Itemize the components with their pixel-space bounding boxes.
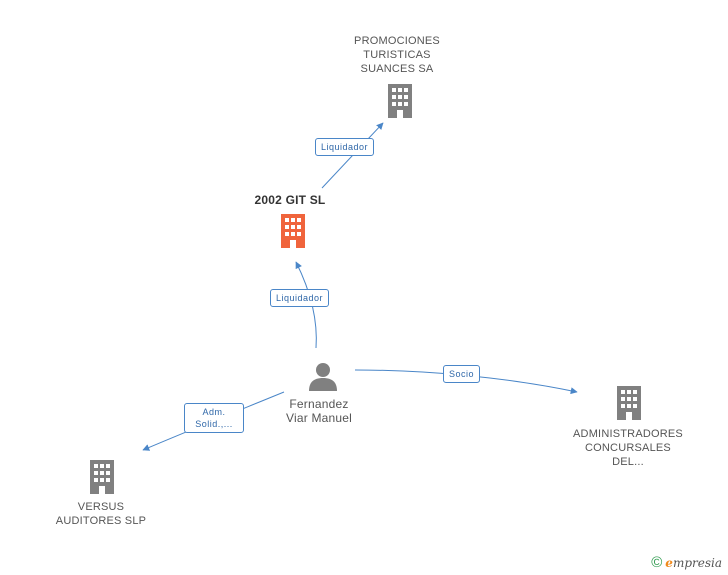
person-icon[interactable] <box>308 361 338 391</box>
brand-logo: empresia <box>665 556 722 570</box>
node-label-person: Fernandez Viar Manuel <box>285 397 352 425</box>
edge-label-liquidador-mid: Liquidador <box>270 289 330 307</box>
footer-brand[interactable]: ©empresia <box>651 554 722 571</box>
building-icon[interactable] <box>87 460 117 494</box>
node-label-versus: VERSUS AUDITORES SLP <box>55 501 147 527</box>
node-label-2002-git: 2002 GIT SL <box>254 193 326 207</box>
building-icon[interactable] <box>614 386 644 420</box>
building-icon[interactable] <box>385 84 415 118</box>
building-icon-highlighted[interactable] <box>278 214 308 248</box>
node-label-promociones: PROMOCIONES TURISTICAS SUANCES SA <box>354 35 440 75</box>
node-label-administradores: ADMINISTRADORES CONCURSALES DEL... <box>573 428 683 468</box>
edge-label-liquidador-top: Liquidador <box>315 138 375 156</box>
edge-label-socio: Socio <box>443 365 481 383</box>
edge-label-adm-solid: Adm. Solid.,... <box>184 403 244 433</box>
copyright-icon: © <box>651 554 663 571</box>
